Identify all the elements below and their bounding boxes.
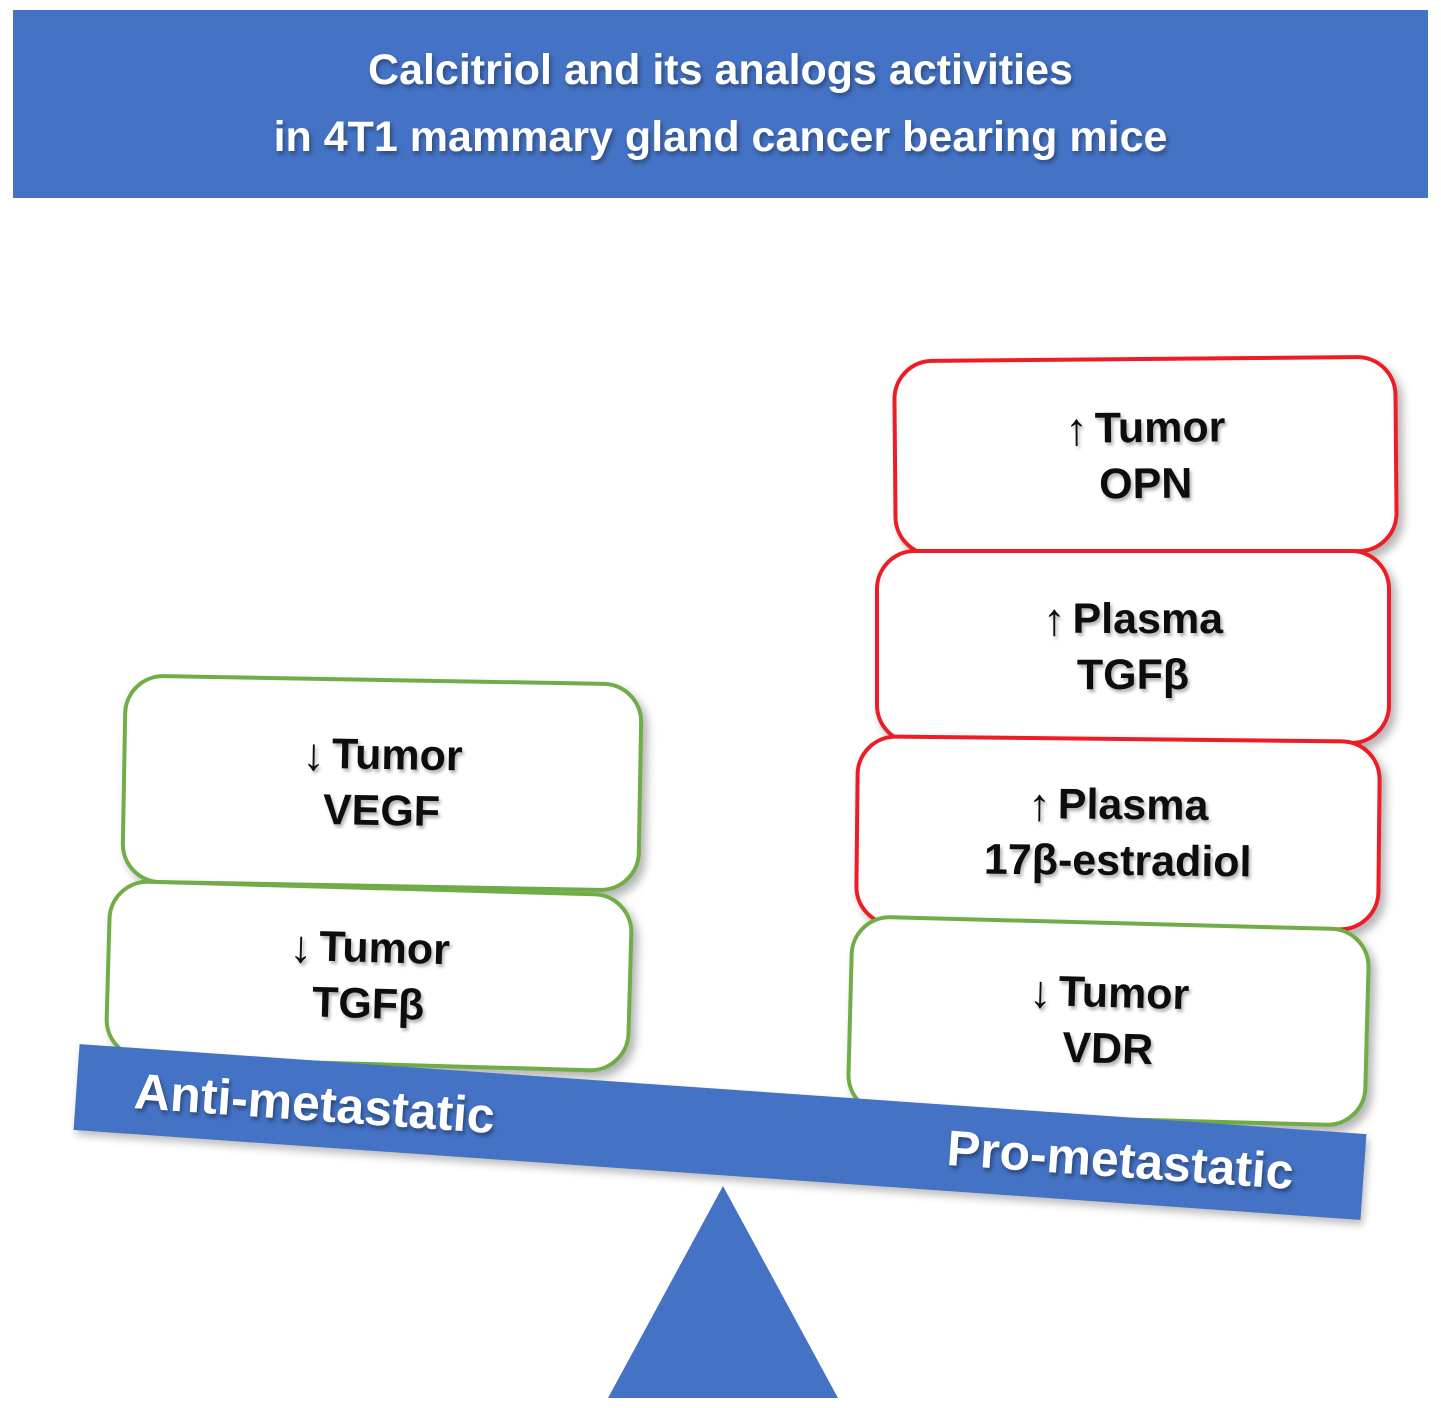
box-line-2: TGFβ [311,978,425,1030]
box-line-2: 17β-estradiol [983,835,1252,887]
box-text: Plasma [1057,780,1209,830]
title-line-1: Calcitriol and its analogs activities [368,46,1073,95]
box-line-2: VEGF [322,786,441,837]
box-text: Plasma [1072,594,1224,643]
up-arrow-icon: ↑ [1042,593,1066,645]
up-arrow-icon: ↑ [1027,778,1052,830]
box-increased-tumor-opn: ↑ Tumor OPN [892,354,1399,558]
box-line-2: TGFβ [1076,651,1190,700]
box-line-1: ↓ Tumor [289,917,451,979]
box-text: Tumor [331,730,463,781]
box-line-1: ↑ Plasma [1043,591,1223,649]
box-increased-plasma-tgfb: ↑ Plasma TGFβ [875,549,1391,745]
down-arrow-icon: ↓ [289,920,314,972]
up-arrow-icon: ↑ [1064,403,1088,455]
box-line-1: ↑ Tumor [1065,399,1226,458]
box-line-1: ↓ Tumor [1028,963,1190,1025]
box-text: Tumor [1058,967,1190,1020]
box-decreased-tumor-tgfb: ↓ Tumor TGFβ [103,878,635,1074]
box-text: Tumor [318,922,451,975]
title-line-2: in 4T1 mammary gland cancer bearing mice [273,113,1168,161]
box-increased-plasma-estradiol: ↑ Plasma 17β-estradiol [854,734,1382,932]
pro-metastatic-label: Pro-metastatic [945,1119,1296,1201]
box-line-1: ↓ Tumor [302,725,463,786]
box-line-2: OPN [1098,459,1193,509]
box-line-1: ↑ Plasma [1028,776,1209,836]
box-line-2: VDR [1061,1024,1154,1075]
box-text: Tumor [1094,403,1226,453]
title-banner: Calcitriol and its analogs activities in… [13,10,1428,198]
anti-metastatic-label: Anti-metastatic [132,1063,497,1145]
down-arrow-icon: ↓ [1028,965,1053,1018]
fulcrum-triangle-icon [608,1186,838,1398]
box-decreased-tumor-vegf: ↓ Tumor VEGF [120,673,644,893]
box-decreased-tumor-vdr: ↓ Tumor VDR [845,914,1372,1128]
down-arrow-icon: ↓ [301,728,326,780]
